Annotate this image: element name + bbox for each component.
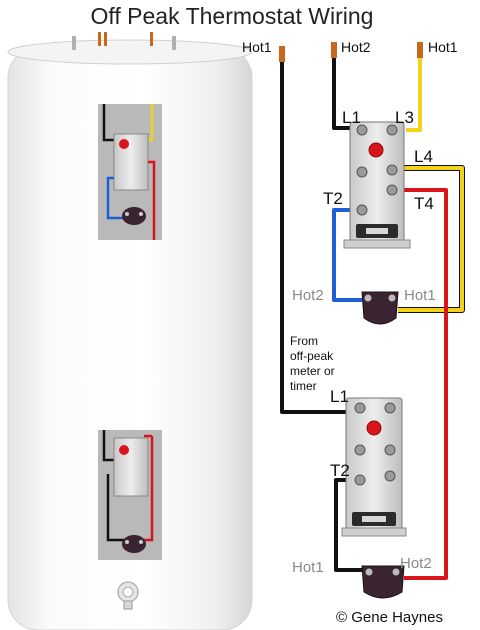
note-line-1: From	[290, 334, 318, 348]
label-upper-element-hot1: Hot1	[404, 287, 436, 304]
wire-t4-red	[404, 188, 448, 580]
lower-thermostat	[341, 397, 407, 537]
note-line-4: timer	[290, 379, 317, 393]
wires	[280, 58, 465, 580]
terminal-labels: Hot1 Hot2 Hot1 L1 L3 L4 T2 T4 Hot2 Hot1 …	[242, 39, 458, 626]
tank-upper-panel	[98, 104, 162, 240]
wire-hot1-yellow	[406, 58, 422, 132]
wire-t2-blue	[332, 208, 362, 302]
water-heater-tank	[7, 32, 253, 630]
lower-heating-element-icon	[361, 565, 405, 599]
upper-thermostat	[343, 121, 411, 249]
wire-tip-hot1-left	[279, 46, 285, 62]
label-upper-t4: T4	[414, 194, 434, 213]
diagram-title: Off Peak Thermostat Wiring	[91, 3, 374, 29]
lower-reset-button-icon	[366, 420, 382, 436]
wire-hot2-black	[332, 58, 350, 130]
label-upper-l1: L1	[342, 108, 361, 127]
label-upper-t2: T2	[323, 189, 343, 208]
label-hot2-top: Hot2	[341, 39, 371, 55]
wire-tip-hot2	[331, 42, 337, 58]
drain-valve-icon	[117, 581, 139, 610]
label-lower-t2: T2	[330, 461, 350, 480]
note-line-3: meter or	[290, 364, 335, 378]
label-lower-l1: L1	[330, 387, 349, 406]
label-hot1-top-right: Hot1	[428, 39, 458, 55]
label-lower-element-hot1: Hot1	[292, 559, 324, 576]
note-line-2: off-peak	[290, 349, 334, 363]
tank-top-pipes	[72, 32, 176, 50]
wire-hot1-black	[280, 62, 346, 414]
label-upper-element-hot2: Hot2	[292, 287, 324, 304]
wire-tips	[279, 42, 423, 62]
label-upper-l4: L4	[414, 147, 433, 166]
wire-lower-t2-black	[334, 478, 362, 572]
tank-lower-panel	[98, 430, 162, 560]
wire-tip-hot1-right	[417, 42, 423, 58]
upper-reset-button-icon	[368, 142, 384, 158]
label-lower-element-hot2: Hot2	[400, 555, 432, 572]
upper-heating-element-icon	[361, 291, 399, 325]
copyright-text: © Gene Haynes	[336, 609, 443, 626]
label-upper-l3: L3	[395, 108, 414, 127]
label-hot1-left: Hot1	[242, 39, 272, 55]
